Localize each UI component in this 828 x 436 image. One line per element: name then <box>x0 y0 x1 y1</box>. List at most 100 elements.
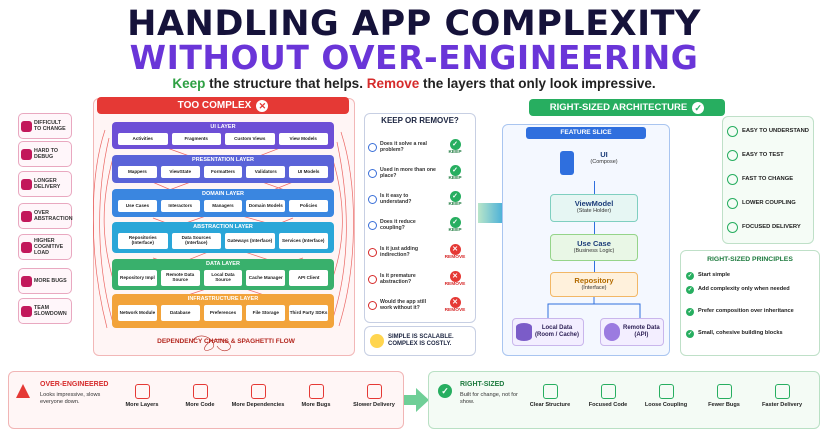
question-text: Used in more than one place? <box>380 166 436 179</box>
bulb-icon <box>727 125 738 137</box>
principle-item: ✓Prefer composition over inheritance <box>686 308 816 316</box>
flask-icon <box>727 149 738 161</box>
principle-item: ✓Start simple <box>686 272 816 280</box>
remote-data-sub: (API) <box>634 332 649 338</box>
local-data-name: Local Data <box>541 324 573 331</box>
question-icon <box>368 142 377 152</box>
bug-icon <box>21 148 32 160</box>
question-text: Does it solve a real problem? <box>380 140 427 153</box>
problem-item: MORE BUGS <box>18 268 72 294</box>
x-icon: ✕ <box>449 271 461 282</box>
clock-icon <box>21 178 32 190</box>
cloud-icon <box>604 323 620 341</box>
principles-title: RIGHT-SIZED PRINCIPLES <box>707 256 793 263</box>
question-text: Does it reduce coupling? <box>380 218 416 231</box>
component-chip: File Storage <box>246 305 286 321</box>
principle-text: Prefer composition over inheritance <box>698 308 794 314</box>
question-row: Is it just adding indirection?✕REMOVE <box>368 241 472 263</box>
over-engineered-bar <box>8 371 404 429</box>
question-icon <box>368 168 377 178</box>
component-chip: UI Models <box>289 166 328 178</box>
subtitle-remove: Remove <box>366 76 420 91</box>
summary-label: More Code <box>185 402 215 408</box>
remove-verdict: ✕REMOVE <box>441 271 469 287</box>
benefit-label: EASY TO UNDERSTAND <box>742 127 809 134</box>
question-icon <box>368 220 377 230</box>
code-icon <box>192 384 208 399</box>
keep-verdict: ✓KEEP <box>441 165 469 181</box>
repository-node: Repository (Interface) <box>550 272 638 297</box>
local-data-node: Local Data (Room / Cache) <box>512 318 584 346</box>
remote-data-text: Remote Data (API) <box>623 325 660 339</box>
right-sized-bar-title: RIGHT-SIZED <box>460 381 505 388</box>
summary-item: More Layers <box>112 384 172 408</box>
note-line-2: COMPLEX IS COSTLY. <box>388 341 452 347</box>
right-sized-bar <box>428 371 820 429</box>
question-icon <box>368 194 377 204</box>
database-icon <box>516 323 532 341</box>
benefit-item: LOWER COUPLING <box>727 193 811 213</box>
summary-item: More Code <box>170 384 230 408</box>
bug-icon <box>21 275 32 287</box>
question-text: Is it premature abstraction? <box>380 272 416 285</box>
component-chip: Activities <box>118 133 168 145</box>
component-chip: Policies <box>289 200 328 212</box>
layer-title: DATA LAYER <box>206 261 240 267</box>
component-chip: Use Cases <box>118 200 157 212</box>
question-row: Does it reduce coupling? ✓KEEP <box>368 214 472 236</box>
summary-item: Loose Coupling <box>636 384 696 408</box>
summary-item: Fewer Bugs <box>694 384 754 408</box>
component-chip: Domain Models <box>246 200 286 212</box>
x-icon: ✕ <box>449 297 461 308</box>
keep-or-remove-title: KEEP OR REMOVE? <box>381 116 459 125</box>
verdict-label: KEEP <box>448 176 462 181</box>
verdict-label: REMOVE <box>444 255 466 260</box>
check-icon: ✓ <box>686 330 694 338</box>
problem-label: MORE BUGS <box>34 277 67 284</box>
bug-icon <box>308 384 324 399</box>
subtitle-mid: the structure that helps. <box>209 76 363 91</box>
too-complex-header: TOO COMPLEX ✕ <box>97 97 349 114</box>
repository-sub: (Interface) <box>581 285 607 291</box>
check-icon: ✓ <box>449 191 461 202</box>
usecase-name: Use Case <box>577 239 611 248</box>
component-chip: Data Sources (Interface) <box>171 233 221 249</box>
layer-title: DOMAIN LAYER <box>202 191 244 197</box>
remove-verdict: ✕REMOVE <box>441 297 469 313</box>
summary-label: Focused Code <box>588 402 628 408</box>
question-icon <box>368 247 377 257</box>
right-sized-bar-desc: Built for change, not for show. <box>460 392 518 405</box>
summary-label: Loose Coupling <box>644 402 688 408</box>
scalable-note: SIMPLE IS SCALABLE. COMPLEX IS COSTLY. <box>364 326 476 356</box>
component-chip: Fragments <box>171 133 221 145</box>
layers-icon <box>134 384 150 399</box>
summary-label: More Dependencies <box>231 402 285 408</box>
question-icon <box>368 300 377 310</box>
usecase-sub: (Business Logic) <box>573 248 615 254</box>
benefit-label: FAST TO CHANGE <box>742 175 794 182</box>
benefit-item: EASY TO TEST <box>727 145 811 165</box>
title-line-1: HANDLING APP COMPLEXITY <box>127 4 701 44</box>
component-chip: Database <box>160 305 200 321</box>
feature-slice-title: FEATURE SLICE <box>526 127 646 139</box>
question-text: Is it easy to understand? <box>380 192 412 205</box>
question-text: Would the app still work without it? <box>380 298 427 311</box>
summary-label: More Layers <box>125 402 159 408</box>
component-chip: API Client <box>289 270 328 286</box>
benefit-label: EASY TO TEST <box>742 151 784 158</box>
question-row: Does it solve a real problem?✓KEEP <box>368 136 472 158</box>
component-chip: Interactors <box>160 200 200 212</box>
component-chip: ViewState <box>160 166 200 178</box>
summary-label: Slower Delivery <box>353 402 395 408</box>
keep-verdict: ✓KEEP <box>441 217 469 233</box>
x-icon: ✕ <box>449 244 461 255</box>
flow-line <box>594 261 595 272</box>
question-icon <box>368 274 377 284</box>
phone-icon <box>560 151 574 175</box>
layer-title: UI LAYER <box>210 124 236 130</box>
problem-item: OVER ABSTRACTION <box>18 203 73 229</box>
component-chip: Validators <box>246 166 286 178</box>
